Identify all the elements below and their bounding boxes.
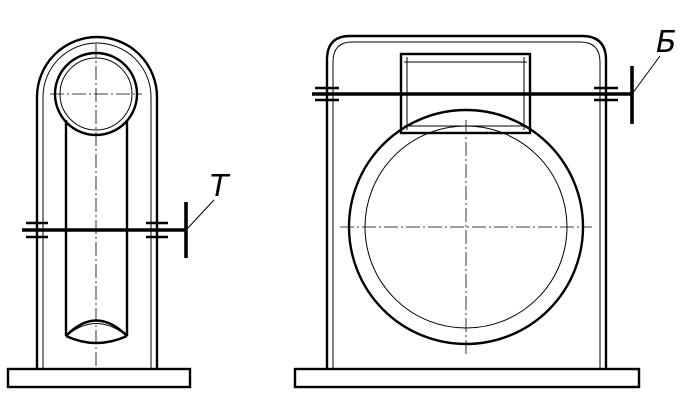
side-view-label-leader (185, 199, 215, 231)
front-view: Б (293, 25, 677, 389)
side-view-housing-outer (35, 35, 159, 369)
front-view-housing-outer (325, 34, 608, 369)
side-view-housing-inner (42, 42, 152, 369)
side-view: Т (6, 35, 231, 389)
side-view-wheel-end-outer (65, 319, 128, 337)
front-view-shaft-label: Б (656, 25, 677, 60)
side-view-wheel-end-lip (65, 334, 128, 345)
side-view-base-plate (6, 367, 192, 389)
side-view-shaft-label: Т (210, 169, 231, 204)
side-view-wheel-end-inner (69, 323, 124, 334)
front-view-housing-inner (332, 41, 601, 369)
front-view-base-plate (293, 367, 641, 389)
front-view-label-leader (631, 55, 661, 95)
